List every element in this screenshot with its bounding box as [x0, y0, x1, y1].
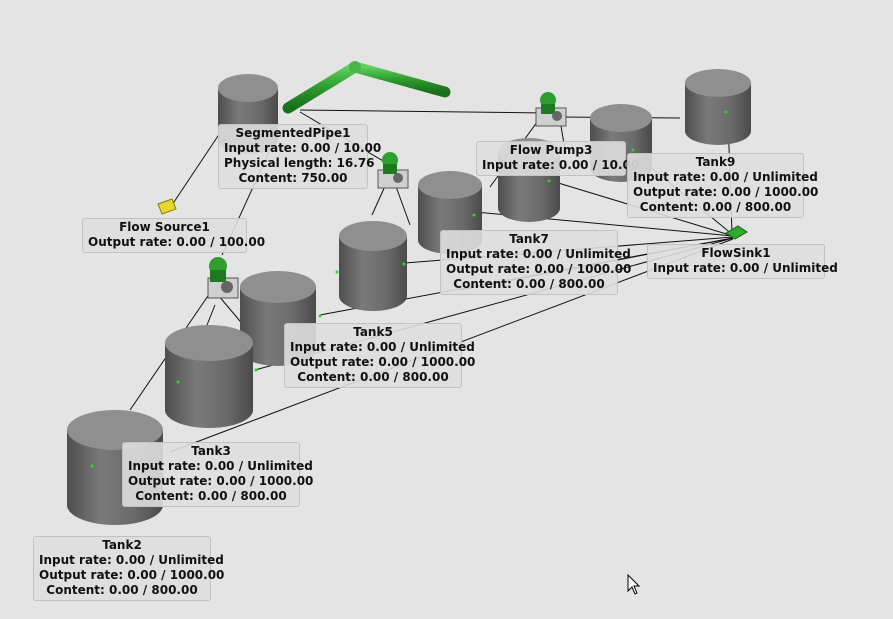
flow-sink-object[interactable] — [725, 225, 748, 240]
flow-pump3-name: Flow Pump3 — [509, 143, 593, 157]
tank5-input-rate: Input rate: 0.00 / Unlimited — [290, 340, 475, 354]
tank9-output-rate: Output rate: 0.00 / 1000.00 — [633, 185, 819, 199]
tank3-output-rate: Output rate: 0.00 / 1000.00 — [128, 474, 314, 488]
flow-pump3-input-rate: Input rate: 0.00 / 10.00 — [482, 158, 640, 172]
flow-pump-upper[interactable] — [535, 92, 567, 127]
flow-source-output-rate: Output rate: 0.00 / 100.00 — [88, 235, 266, 249]
segmented-pipe-label: SegmentedPipe1 Input rate: 0.00 / 10.00 … — [218, 124, 382, 189]
flow-source-label: Flow Source1 Output rate: 0.00 / 100.00 — [82, 218, 266, 253]
segmented-pipe-name: SegmentedPipe1 — [235, 126, 351, 140]
tank5-content: Content: 0.00 / 800.00 — [297, 370, 449, 384]
tank9-name: Tank9 — [695, 155, 736, 169]
tank9-cylinder[interactable] — [685, 69, 751, 145]
segmented-pipe-content: Content: 750.00 — [238, 171, 348, 185]
tank3-label: Tank3 Input rate: 0.00 / Unlimited Outpu… — [122, 442, 314, 507]
flow-source-name: Flow Source1 — [119, 220, 210, 234]
tank9-input-rate: Input rate: 0.00 / Unlimited — [633, 170, 818, 184]
flow-sink-input-rate: Input rate: 0.00 / Unlimited — [653, 261, 838, 275]
tank5-name: Tank5 — [353, 325, 393, 339]
tank6-cylinder[interactable] — [339, 221, 407, 311]
tank3-content: Content: 0.00 / 800.00 — [135, 489, 287, 503]
tank4-cylinder[interactable] — [165, 325, 253, 428]
segmented-pipe[interactable] — [282, 61, 451, 114]
tank3-input-rate: Input rate: 0.00 / Unlimited — [128, 459, 313, 473]
tank2-label: Tank2 Input rate: 0.00 / Unlimited Outpu… — [33, 536, 225, 601]
segmented-pipe-input-rate: Input rate: 0.00 / 10.00 — [224, 141, 382, 155]
mouse-cursor-icon — [627, 574, 641, 595]
tank2-content: Content: 0.00 / 800.00 — [46, 583, 198, 597]
tank2-input-rate: Input rate: 0.00 / Unlimited — [39, 553, 224, 567]
tank7-output-rate: Output rate: 0.00 / 1000.00 — [446, 262, 632, 276]
segmented-pipe-physical-length: Physical length: 16.76 — [224, 156, 375, 170]
tank2-name: Tank2 — [102, 538, 142, 552]
tank7-content: Content: 0.00 / 800.00 — [453, 277, 605, 291]
tank9-label: Tank9 Input rate: 0.00 / Unlimited Outpu… — [627, 153, 819, 218]
tank3-name: Tank3 — [191, 444, 231, 458]
tank7-name: Tank7 — [509, 232, 549, 246]
flow-source-object[interactable] — [157, 198, 177, 215]
tank7-label: Tank7 Input rate: 0.00 / Unlimited Outpu… — [440, 230, 632, 295]
flow-pump-lower[interactable] — [207, 257, 239, 299]
tank9-content: Content: 0.00 / 800.00 — [639, 200, 792, 214]
tank7-input-rate: Input rate: 0.00 / Unlimited — [446, 247, 631, 261]
flow-pump3-label: Flow Pump3 Input rate: 0.00 / 10.00 — [476, 141, 640, 176]
tank5-label: Tank5 Input rate: 0.00 / Unlimited Outpu… — [284, 323, 476, 388]
tank2-output-rate: Output rate: 0.00 / 1000.00 — [39, 568, 225, 582]
flow-sink-label: FlowSink1 Input rate: 0.00 / Unlimited — [647, 244, 838, 279]
flow-sink-name: FlowSink1 — [701, 246, 771, 260]
tank5-output-rate: Output rate: 0.00 / 1000.00 — [290, 355, 476, 369]
flow-pump-middle[interactable] — [377, 152, 409, 189]
